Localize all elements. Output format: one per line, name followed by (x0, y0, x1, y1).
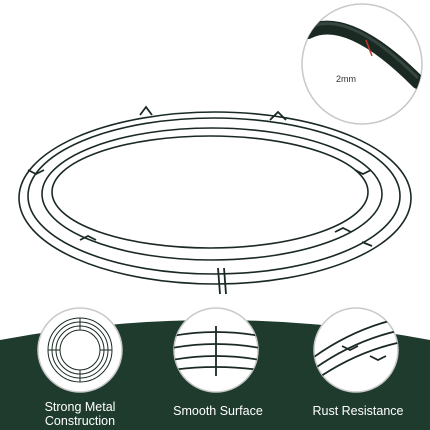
wire-thickness-label: 2mm (336, 74, 356, 84)
feature-circle-smooth (173, 307, 259, 393)
feature-label-smooth: Smooth Surface (173, 404, 263, 418)
feature-label-rust: Rust Resistance (312, 404, 404, 418)
feature-circle-rust (313, 307, 399, 393)
thickness-marker (365, 39, 373, 57)
feature-circle-strong (37, 307, 123, 393)
feature-label-strong: Strong Metal Construction (44, 400, 116, 428)
wire-zoom-callout (301, 3, 423, 125)
